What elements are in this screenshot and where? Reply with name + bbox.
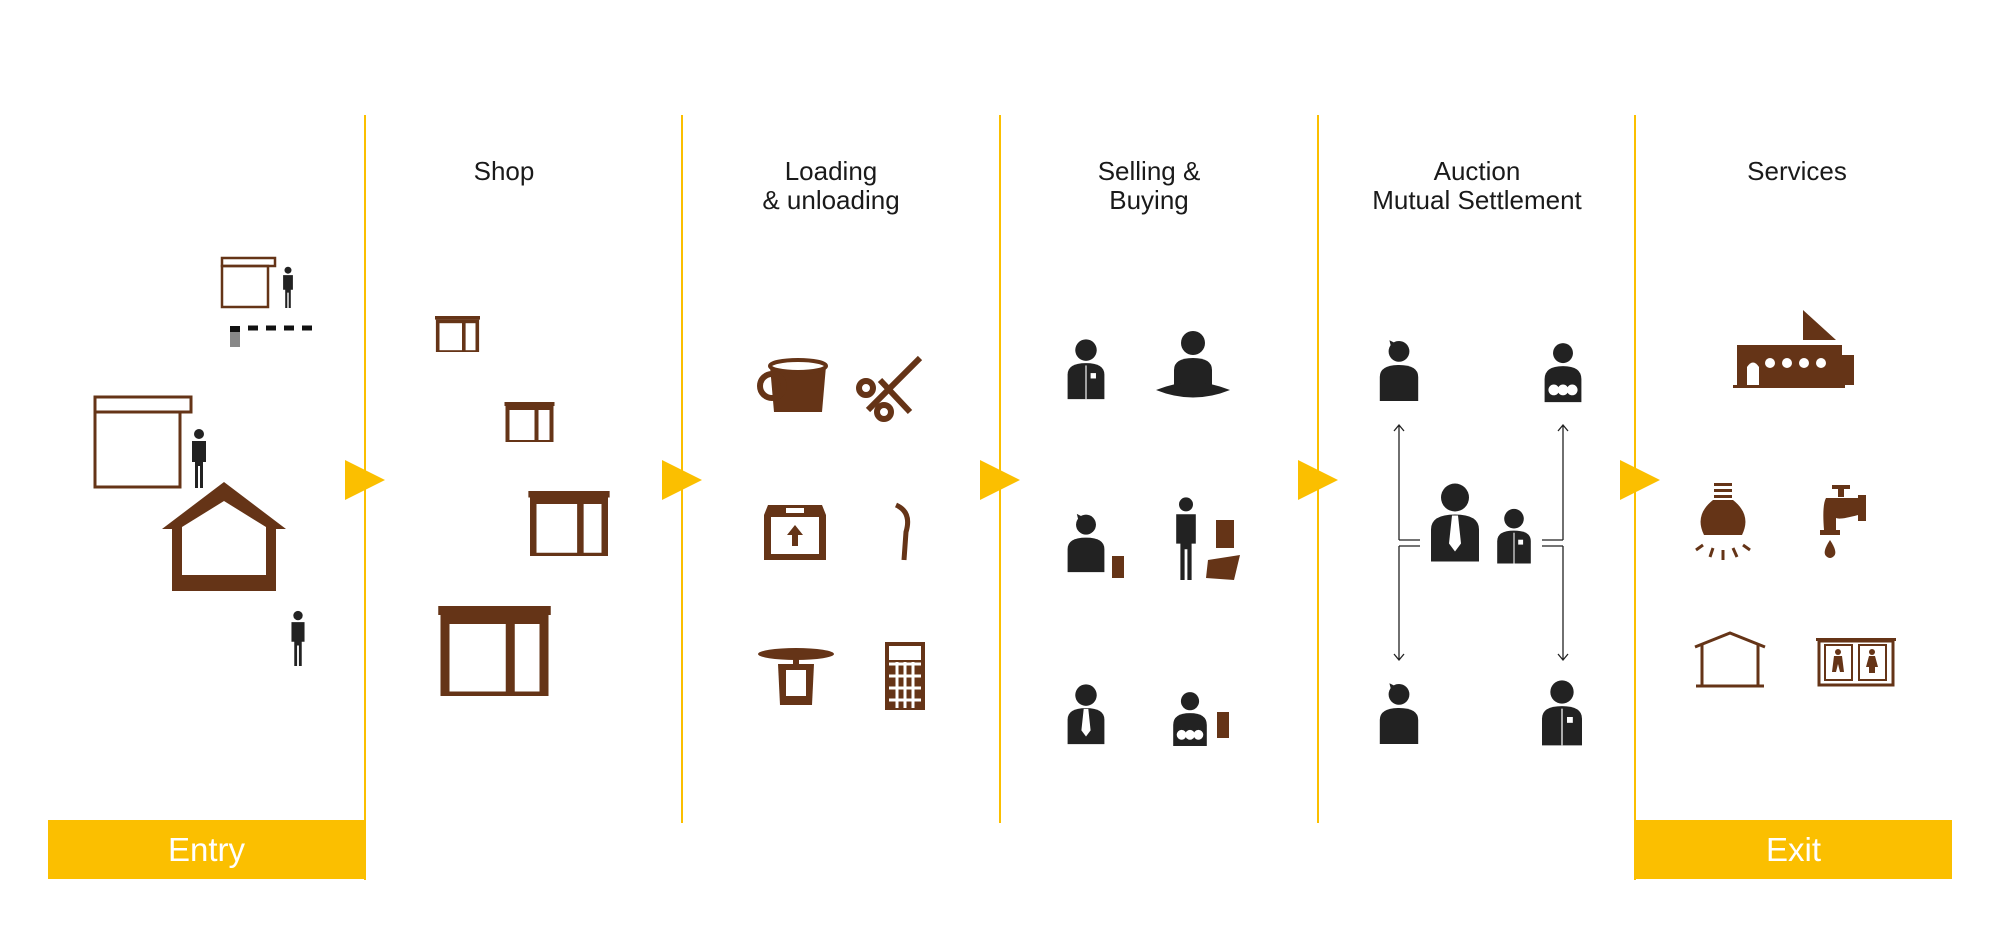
scissors-icon — [856, 355, 923, 422]
woman-with-phone-icon — [1067, 513, 1124, 578]
house-icon — [162, 482, 286, 591]
shop-stall-icon — [505, 402, 555, 442]
loading-heading: Loading & unloading — [681, 157, 981, 215]
auction-title-line1: Auction — [1433, 156, 1521, 186]
loading-title-line2: & unloading — [762, 185, 900, 215]
services-title: Services — [1747, 156, 1847, 186]
shop-stall-icon — [528, 491, 609, 556]
small-shop-icon — [220, 256, 277, 309]
woman-icon — [1379, 340, 1419, 401]
dividers — [364, 115, 1636, 880]
shop-heading: Shop — [354, 157, 654, 186]
entry-label: Entry — [167, 830, 246, 868]
person-icon — [192, 429, 206, 488]
flow-arrow-icon — [1298, 460, 1338, 500]
exit-label: Exit — [1765, 830, 1821, 868]
person-icon — [283, 266, 293, 308]
water-tap-icon — [1820, 485, 1866, 558]
shop-stall-icon — [438, 606, 551, 696]
auction-title-line2: Mutual Settlement — [1372, 185, 1582, 215]
calculator-icon — [885, 642, 925, 710]
shop-title: Shop — [473, 156, 535, 186]
man-icon — [1541, 679, 1583, 747]
auction-heading: Auction Mutual Settlement — [1327, 157, 1627, 215]
flow-arrow-icon — [980, 460, 1020, 500]
group-person-icon — [1544, 343, 1582, 403]
bucket-icon — [757, 358, 828, 412]
entry-bar: Entry — [48, 820, 365, 879]
connector-arrows — [1393, 423, 1569, 662]
woman-icon — [1379, 683, 1419, 744]
sickle-icon — [894, 502, 911, 561]
selling-heading: Selling & Buying — [999, 157, 1299, 215]
weighing-scale-icon — [758, 648, 834, 705]
dashed-path-icon — [230, 325, 314, 347]
clerk-icon — [1496, 508, 1532, 565]
flow-arrow-icon — [1620, 460, 1660, 500]
medium-shop-icon — [93, 395, 193, 489]
porter-with-calculator-icon — [1176, 497, 1240, 580]
seated-person-icon — [1156, 331, 1230, 398]
exit-bar: Exit — [1635, 820, 1952, 879]
man-with-tie-icon — [1067, 684, 1105, 745]
flow-arrows — [345, 460, 1660, 500]
shelter-icon — [1694, 631, 1766, 688]
selling-title-line1: Selling & — [1097, 156, 1201, 186]
toilet-icon — [1816, 638, 1896, 687]
crate-icon — [764, 505, 826, 560]
light-bulb-icon — [1695, 483, 1751, 560]
loading-title-line1: Loading — [784, 156, 878, 186]
building-icon — [1720, 310, 1854, 388]
man-icon — [1066, 338, 1106, 400]
selling-title-line2: Buying — [1109, 185, 1189, 215]
flow-arrow-icon — [345, 460, 385, 500]
person-icon — [291, 610, 305, 666]
auctioneer-icon — [1431, 483, 1479, 562]
services-heading: Services — [1647, 157, 1947, 186]
person-with-phone-icon — [1173, 692, 1229, 746]
flow-arrow-icon — [662, 460, 702, 500]
shop-stall-icon — [434, 316, 481, 352]
